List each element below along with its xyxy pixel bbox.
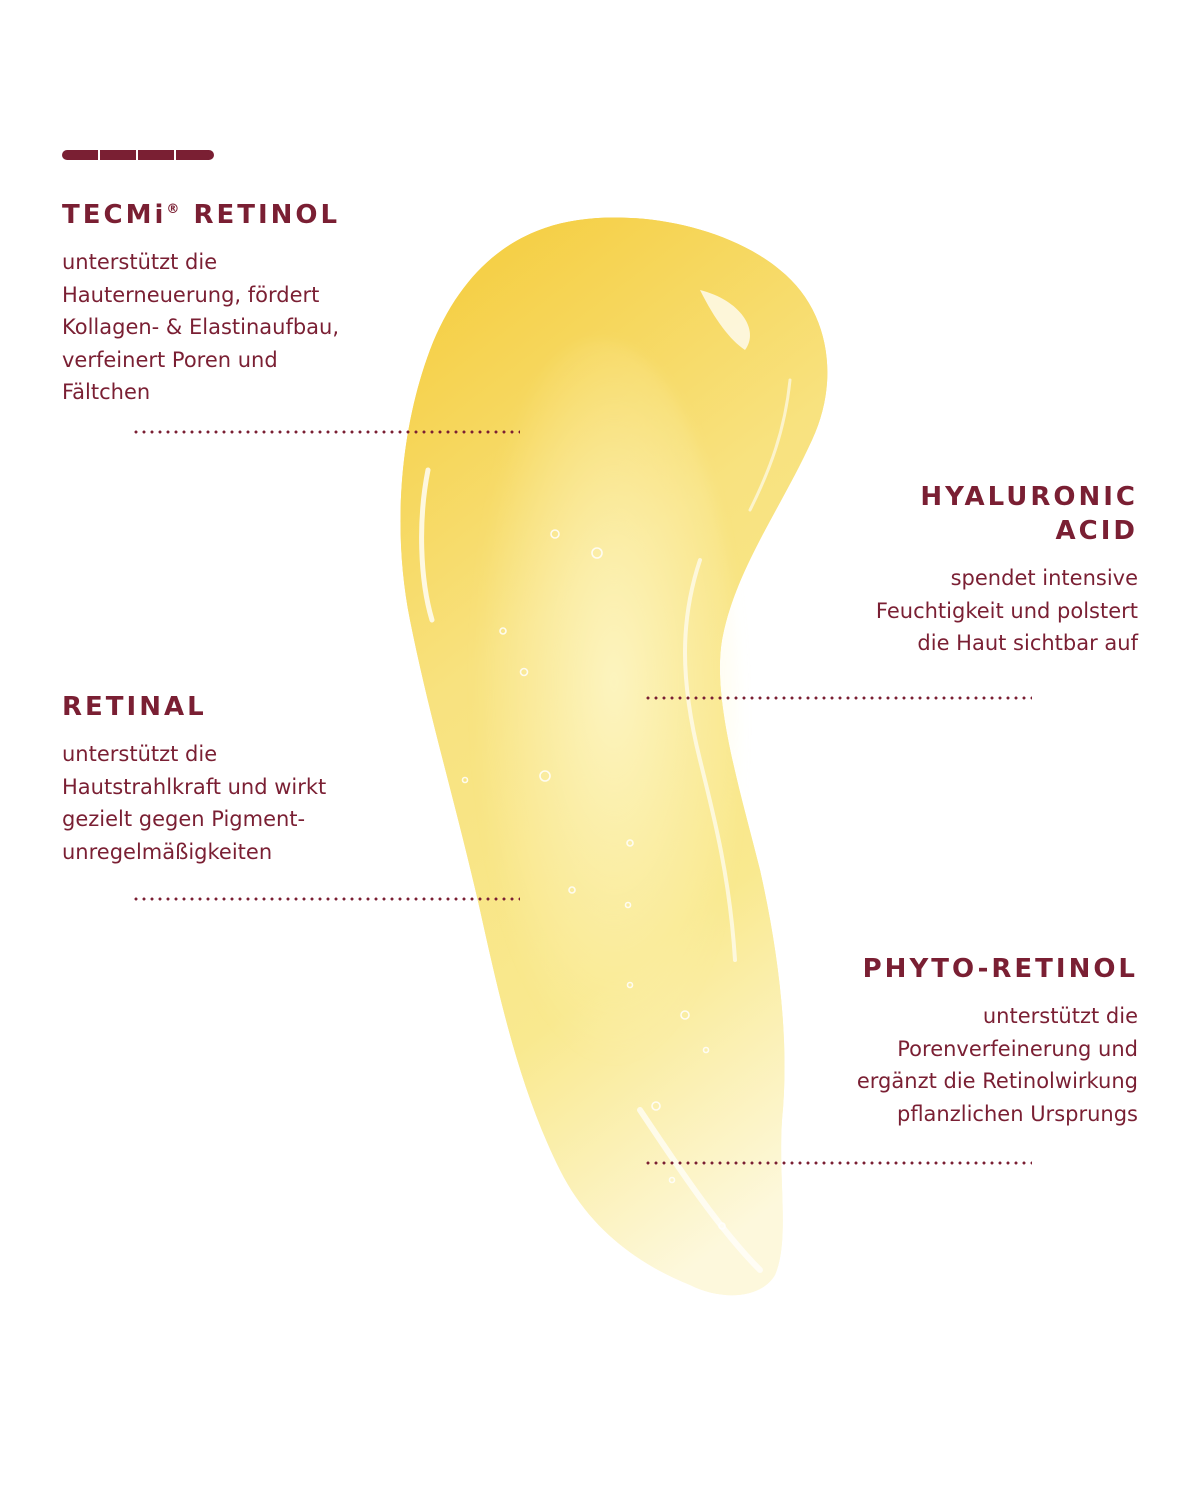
ingredient-heading: PHYTO-RETINOL <box>862 954 1138 984</box>
ingredient-hyaluronic-acid: HYALURONIC ACID spendet intensive Feucht… <box>876 480 1138 660</box>
ingredient-heading: RETINAL <box>62 692 207 722</box>
ingredient-description: unterstützt die Hautstrahlkraft und wirk… <box>62 742 327 864</box>
ingredient-heading: TECMi® RETINOL <box>62 200 341 230</box>
ingredient-phyto-retinol: PHYTO-RETINOL unterstützt die Porenverfe… <box>857 952 1138 1130</box>
ingredient-description: spendet intensive Feuchtigkeit und polst… <box>875 566 1138 655</box>
ingredient-description: unterstützt die Hauterneuerung, fördert … <box>62 250 340 404</box>
dotted-leader-line <box>132 430 520 434</box>
ingredient-heading: HYALURONIC ACID <box>920 482 1138 546</box>
accent-bar <box>62 150 214 160</box>
ingredient-tecmi-retinol: TECMi® RETINOL unterstützt die Hauterneu… <box>62 193 340 409</box>
dotted-leader-line <box>132 897 520 901</box>
dotted-leader-line <box>644 1161 1032 1165</box>
ingredient-description: unterstützt die Porenverfeinerung und er… <box>856 1004 1138 1126</box>
ingredient-retinal: RETINAL unterstützt die Hautstrahlkraft … <box>62 690 326 868</box>
dotted-leader-line <box>644 696 1032 700</box>
